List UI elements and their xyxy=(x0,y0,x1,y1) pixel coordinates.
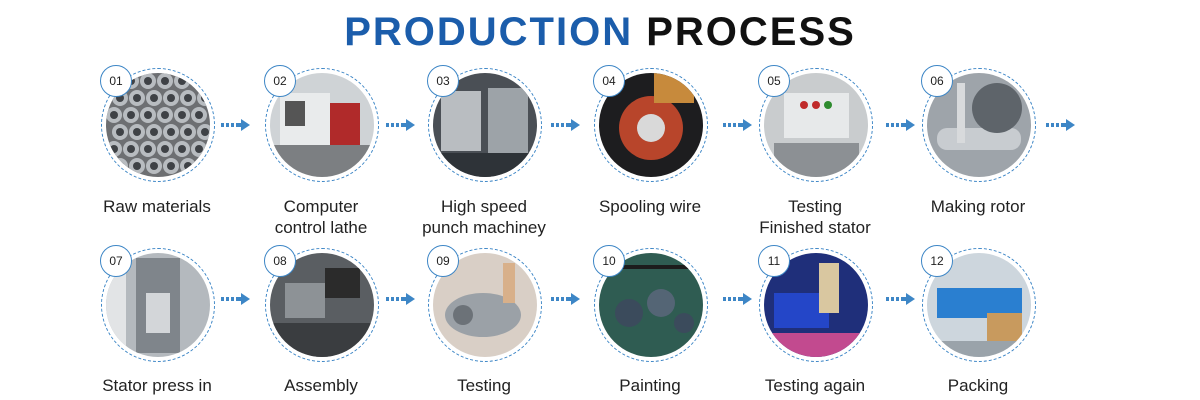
step-11-circle: 11 xyxy=(759,248,873,362)
step-label-line1: Computer xyxy=(236,196,406,217)
step-04-circle: 04 xyxy=(594,68,708,182)
step-10-circle: 10 xyxy=(594,248,708,362)
step-number-badge: 06 xyxy=(921,65,953,97)
step-label-line1: Packing xyxy=(893,375,1063,396)
title-word-production: PRODUCTION xyxy=(344,10,633,54)
step-number-badge: 03 xyxy=(427,65,459,97)
step-label-line1: Making rotor xyxy=(893,196,1063,217)
step-number-badge: 10 xyxy=(593,245,625,277)
title-word-process: PROCESS xyxy=(646,10,856,54)
arrow-right-icon xyxy=(221,292,251,306)
arrow-right-icon xyxy=(386,292,416,306)
step-number-badge: 07 xyxy=(100,245,132,277)
step-number-badge: 02 xyxy=(264,65,296,97)
step-number-badge: 05 xyxy=(758,65,790,97)
step-number-badge: 04 xyxy=(593,65,625,97)
arrow-right-icon xyxy=(221,118,251,132)
step-03-circle: 03 xyxy=(428,68,542,182)
step-09-circle: 09 xyxy=(428,248,542,362)
step-number-badge: 08 xyxy=(264,245,296,277)
step-12-circle: 12 xyxy=(922,248,1036,362)
arrow-right-icon xyxy=(551,118,581,132)
arrow-right-icon xyxy=(1046,118,1076,132)
step-01-circle: 01 xyxy=(101,68,215,182)
arrow-right-icon xyxy=(723,292,753,306)
arrow-right-icon xyxy=(386,118,416,132)
arrow-right-icon xyxy=(886,292,916,306)
step-label-line1: Painting xyxy=(565,375,735,396)
step-08-label: Assembly xyxy=(236,375,406,396)
step-number-badge: 12 xyxy=(921,245,953,277)
step-number-badge: 11 xyxy=(758,245,790,277)
step-label-line1: Spooling wire xyxy=(565,196,735,217)
arrow-right-icon xyxy=(551,292,581,306)
step-11-label: Testing again xyxy=(730,375,900,396)
step-02-circle: 02 xyxy=(265,68,379,182)
step-label-line2: punch machiney xyxy=(399,217,569,238)
step-label-line1: Stator press in xyxy=(72,375,242,396)
arrow-right-icon xyxy=(886,118,916,132)
step-04-label: Spooling wire xyxy=(565,196,735,217)
step-number-badge: 01 xyxy=(100,65,132,97)
step-07-circle: 07 xyxy=(101,248,215,362)
step-label-line1: Testing again xyxy=(730,375,900,396)
step-12-label: Packing xyxy=(893,375,1063,396)
page-title: PRODUCTION PROCESS xyxy=(0,8,1200,56)
arrow-right-icon xyxy=(723,118,753,132)
step-label-line1: High speed xyxy=(399,196,569,217)
step-08-circle: 08 xyxy=(265,248,379,362)
step-06-label: Making rotor xyxy=(893,196,1063,217)
step-number-badge: 09 xyxy=(427,245,459,277)
step-label-line2: Finished stator xyxy=(730,217,900,238)
step-label-line1: Raw materials xyxy=(72,196,242,217)
step-07-label: Stator press in xyxy=(72,375,242,396)
step-10-label: Painting xyxy=(565,375,735,396)
step-05-circle: 05 xyxy=(759,68,873,182)
step-label-line2: control lathe xyxy=(236,217,406,238)
step-01-label: Raw materials xyxy=(72,196,242,217)
step-label-line1: Testing xyxy=(730,196,900,217)
step-label-line1: Assembly xyxy=(236,375,406,396)
step-label-line1: Testing xyxy=(399,375,569,396)
step-06-circle: 06 xyxy=(922,68,1036,182)
step-09-label: Testing xyxy=(399,375,569,396)
